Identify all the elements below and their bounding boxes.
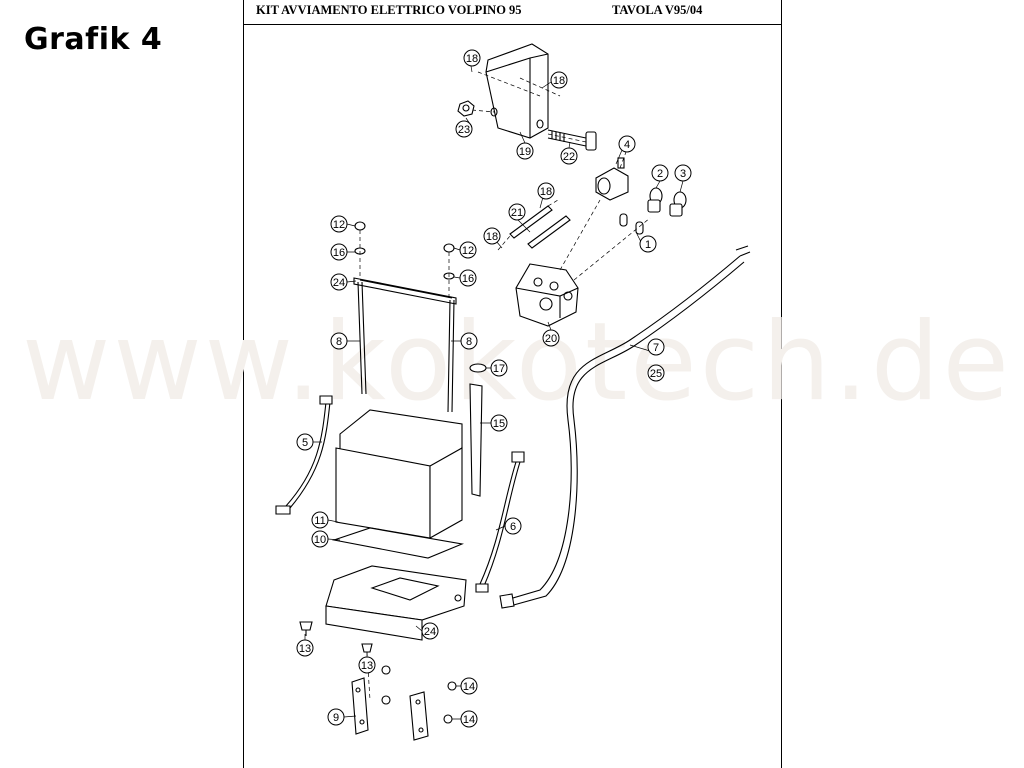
callout-c3: 3 — [674, 164, 692, 182]
callout-c15: 15 — [490, 414, 508, 432]
callout-label: 6 — [510, 521, 516, 533]
callout-label: 14 — [463, 714, 475, 726]
callout-c10: 10 — [311, 530, 329, 548]
callout-label: 5 — [302, 437, 308, 449]
screws-13 — [299, 621, 373, 701]
callout-label: 24 — [424, 626, 436, 638]
header-kit-title: KIT AVVIAMENTO ELETTRICO VOLPINO 95 — [256, 3, 522, 17]
main-cable — [499, 245, 751, 609]
callout-c5: 5 — [296, 433, 314, 451]
callout-c1: 1 — [639, 235, 657, 253]
callout-c18a: 18 — [463, 49, 481, 67]
callout-label: 19 — [519, 146, 531, 158]
callout-c17: 17 — [490, 359, 508, 377]
callout-label: 13 — [299, 643, 311, 655]
battery-pad — [331, 527, 464, 559]
callout-c11: 11 — [311, 511, 329, 529]
callout-label: 24 — [333, 277, 345, 289]
strap-15 — [469, 363, 487, 497]
callout-label: 1 — [645, 239, 651, 251]
callout-c23: 23 — [455, 120, 473, 138]
callout-c12a: 12 — [330, 215, 348, 233]
callout-c14a: 14 — [460, 677, 478, 695]
callout-label: 18 — [553, 75, 565, 87]
threaded-rod-right — [447, 299, 455, 413]
callout-label: 22 — [563, 151, 575, 163]
callout-c20: 20 — [542, 329, 560, 347]
callout-c13b: 13 — [358, 656, 376, 674]
callout-c14b: 14 — [460, 710, 478, 728]
callout-label: 12 — [333, 219, 345, 231]
callout-label: 10 — [314, 534, 326, 546]
callout-label: 15 — [493, 418, 505, 430]
battery-cable-6 — [475, 451, 525, 593]
callout-label: 18 — [540, 186, 552, 198]
switch-bracket — [471, 43, 561, 139]
callout-c8b: 8 — [460, 332, 478, 350]
indicator-lamp-2 — [647, 187, 663, 213]
callout-c16a: 16 — [330, 243, 348, 261]
callout-label: 17 — [493, 363, 505, 375]
mount-bracket-9b — [409, 691, 429, 741]
indicator-lamp-3 — [669, 191, 687, 217]
callout-c8a: 8 — [330, 332, 348, 350]
callout-c6: 6 — [504, 517, 522, 535]
callout-label: 25 — [650, 368, 662, 380]
callout-c7: 7 — [647, 338, 665, 356]
callout-label: 18 — [466, 53, 478, 65]
callout-c18d: 18 — [483, 227, 501, 245]
callout-c19: 19 — [516, 142, 534, 160]
callout-c24b: 24 — [421, 622, 439, 640]
nut-23 — [457, 100, 475, 117]
callout-c18b: 18 — [550, 71, 568, 89]
leader-lines — [304, 65, 684, 720]
callout-label: 8 — [336, 336, 342, 348]
callout-label: 8 — [466, 336, 472, 348]
callout-c13a: 13 — [296, 639, 314, 657]
callout-c22: 22 — [560, 147, 578, 165]
callout-label: 21 — [511, 207, 523, 219]
callout-label: 16 — [462, 273, 474, 285]
callout-label: 4 — [624, 139, 630, 151]
rod-nuts — [354, 221, 455, 298]
callout-label: 20 — [545, 333, 557, 345]
sheet-header: KIT AVVIAMENTO ELETTRICO VOLPINO 95 TAVO… — [244, 0, 781, 25]
callout-label: 2 — [657, 168, 663, 180]
battery — [335, 409, 463, 539]
battery-cable-5 — [275, 395, 333, 515]
callout-c16b: 16 — [459, 269, 477, 287]
callout-label: 11 — [314, 515, 325, 527]
callout-c24a: 24 — [330, 273, 348, 291]
callout-label: 18 — [486, 231, 498, 243]
bulb-1 — [619, 213, 644, 235]
callout-label: 16 — [333, 247, 345, 259]
grafik-label: Grafik 4 — [24, 22, 163, 57]
battery-tray — [325, 565, 467, 641]
callout-c25: 25 — [647, 364, 665, 382]
callout-c9: 9 — [327, 708, 345, 726]
callout-label: 3 — [680, 168, 686, 180]
mount-bracket-9 — [351, 677, 369, 735]
switch-panel-20 — [515, 199, 651, 327]
threaded-rod-left — [357, 281, 367, 395]
callout-label: 23 — [458, 124, 470, 136]
drawing-sheet: KIT AVVIAMENTO ELETTRICO VOLPINO 95 TAVO… — [243, 0, 782, 768]
callout-c2: 2 — [651, 164, 669, 182]
clamp-strip-21 — [497, 199, 571, 251]
header-table-number: TAVOLA V95/04 — [612, 3, 703, 17]
callout-label: 9 — [333, 712, 339, 724]
callout-label: 13 — [361, 660, 373, 672]
callout-label: 12 — [462, 245, 474, 257]
hold-down-bar — [353, 277, 457, 305]
callout-label: 14 — [463, 681, 475, 693]
callout-label: 7 — [653, 342, 659, 354]
callout-c18c: 18 — [537, 182, 555, 200]
ignition-switch — [595, 151, 629, 201]
callout-c21: 21 — [508, 203, 526, 221]
bolt-22 — [547, 129, 597, 151]
callout-c12b: 12 — [459, 241, 477, 259]
callout-c4: 4 — [618, 135, 636, 153]
